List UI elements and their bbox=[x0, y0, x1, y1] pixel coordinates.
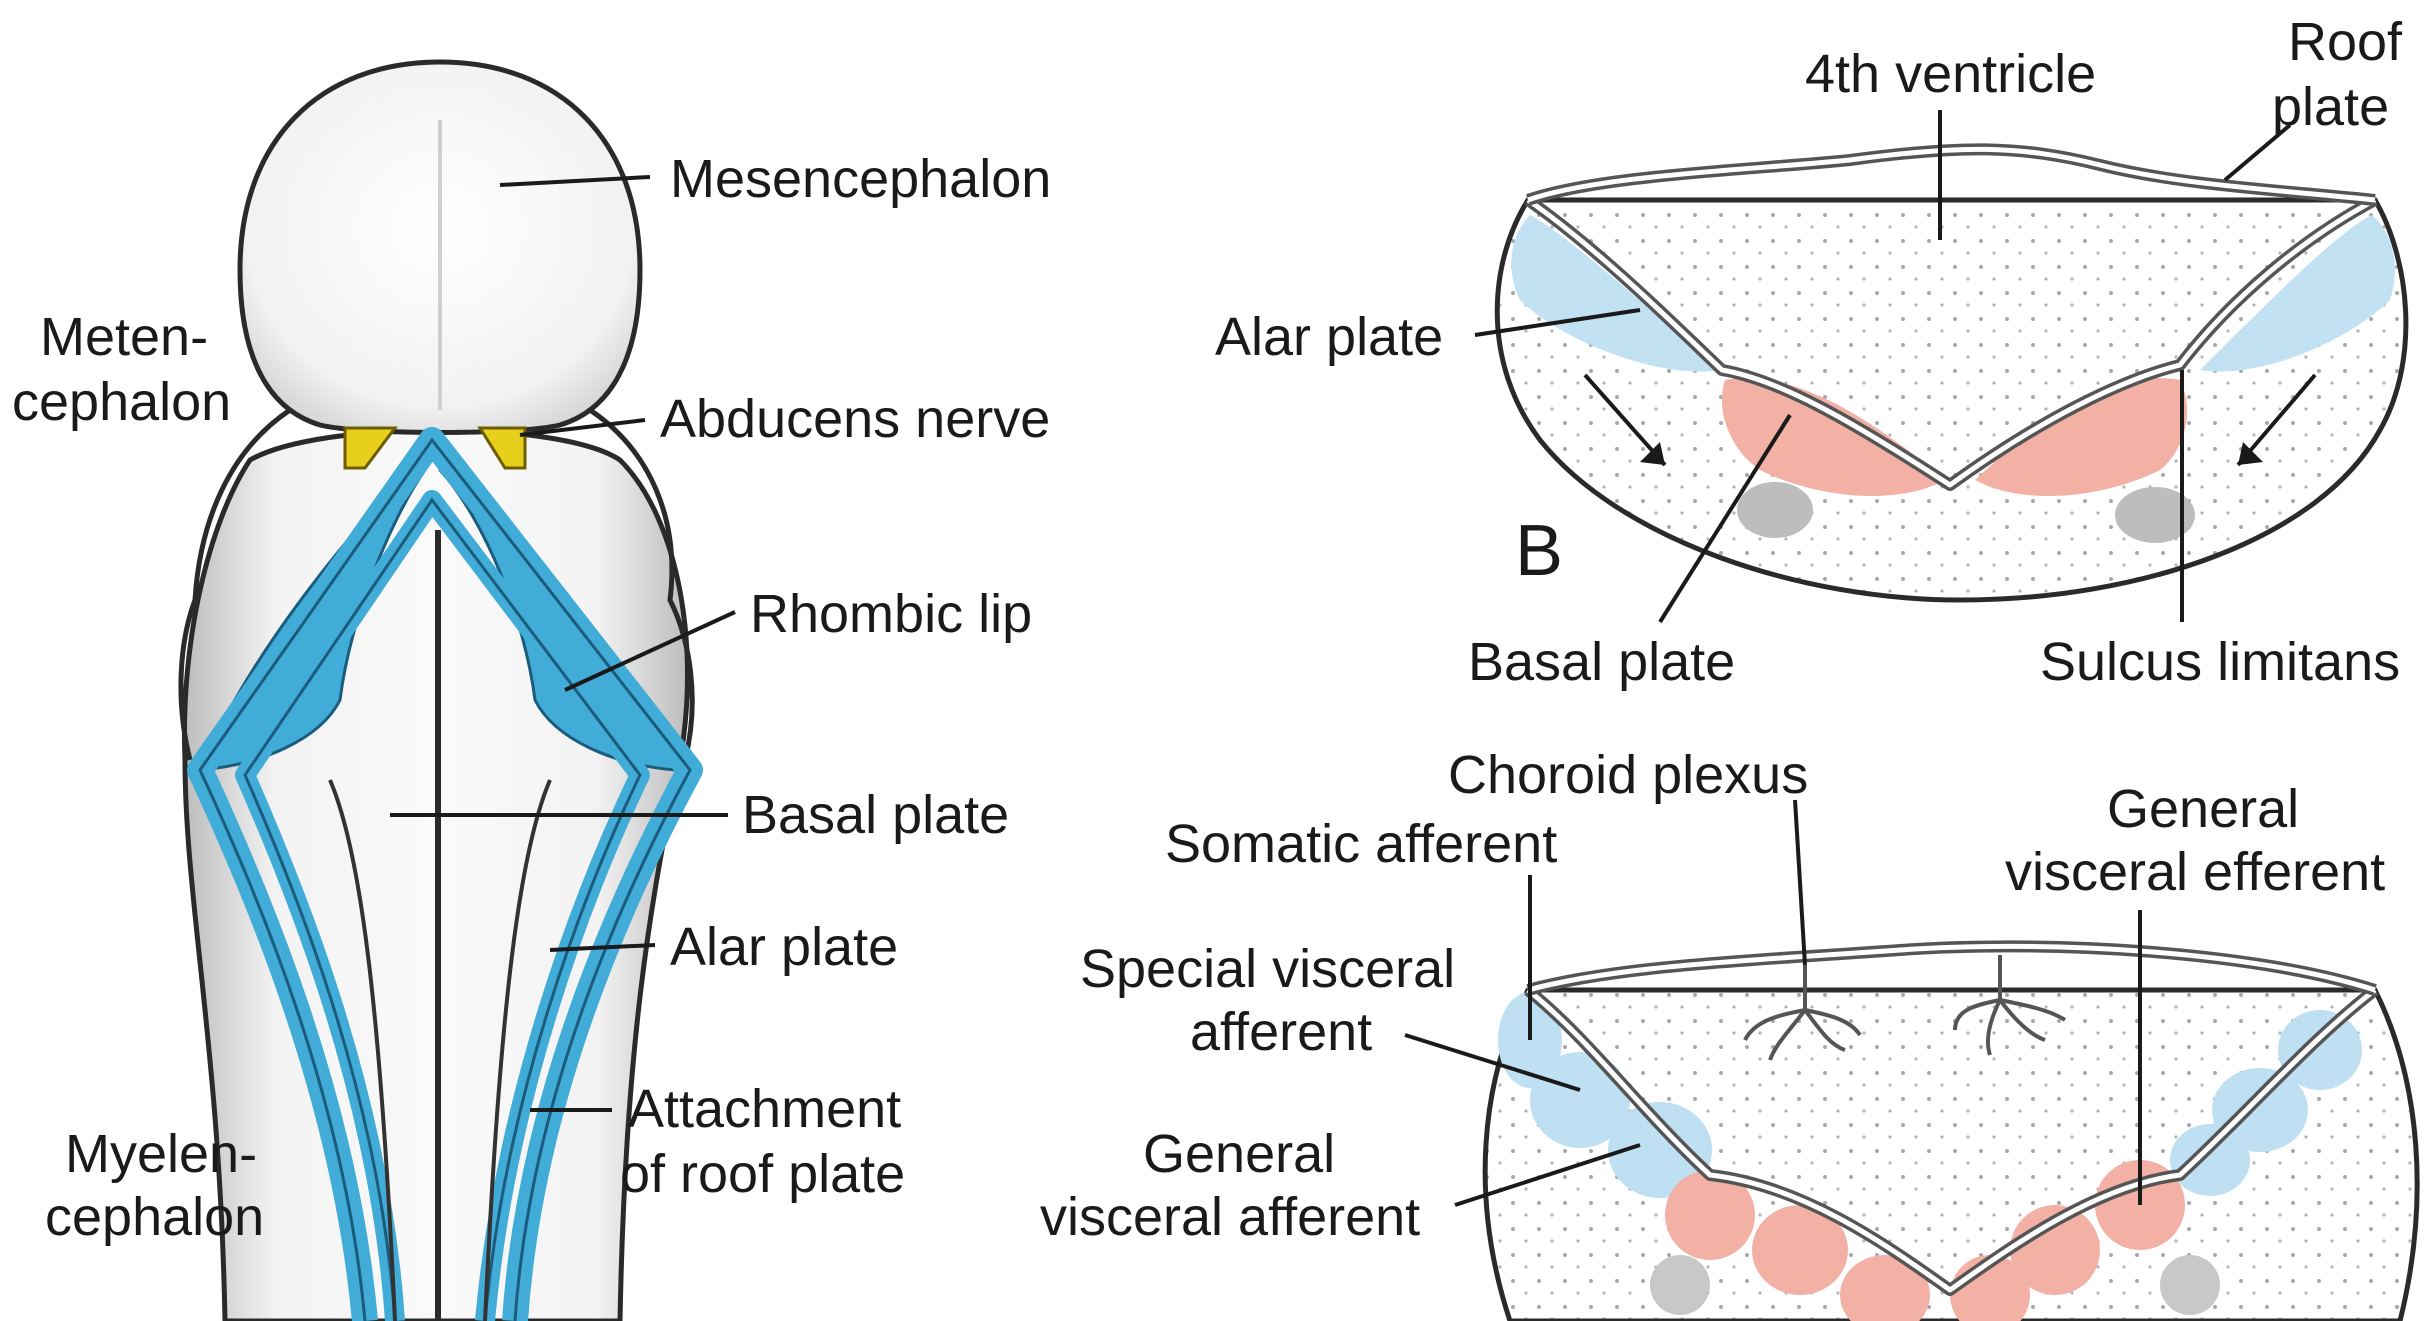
label-roof-attachment-line1: Attachment bbox=[628, 1079, 901, 1139]
label-myelencephalon-line1: Myelen- bbox=[65, 1124, 257, 1184]
figure-b-leaders bbox=[1474, 110, 2292, 624]
label-basal-plate-b: Basal plate bbox=[1468, 632, 1735, 692]
figure-a-brainstem-drawing bbox=[178, 59, 703, 1321]
panel-letter-b: B bbox=[1515, 511, 1563, 591]
label-general-visceral-afferent-line2: visceral afferent bbox=[1040, 1187, 1420, 1247]
label-special-visceral-afferent-line1: Special visceral bbox=[1080, 939, 1455, 999]
label-myelencephalon-line2: cephalon bbox=[45, 1187, 264, 1247]
label-sulcus-limitans: Sulcus limitans bbox=[2040, 632, 2400, 692]
abducens-nerve-right bbox=[477, 426, 527, 470]
label-basal-plate-a: Basal plate bbox=[742, 785, 1009, 845]
figure-c-labels: Choroid plexus Somatic afferent General … bbox=[1040, 745, 2385, 1247]
efferent-zone-left-1 bbox=[1665, 1170, 1755, 1260]
label-alar-plate-a: Alar plate bbox=[670, 917, 898, 977]
figure-c-cross-section bbox=[1482, 940, 2420, 1321]
label-mesencephalon: Mesencephalon bbox=[670, 149, 1051, 209]
label-special-visceral-afferent-line2: afferent bbox=[1190, 1002, 1372, 1062]
label-4th-ventricle: 4th ventricle bbox=[1805, 44, 2096, 104]
alar-zone-left bbox=[1511, 215, 1720, 372]
label-metencephalon-line1: Meten- bbox=[40, 307, 208, 367]
section-b-body bbox=[1494, 197, 2409, 603]
alar-zone-right bbox=[2200, 215, 2395, 372]
label-general-visceral-efferent-line1: General bbox=[2107, 779, 2299, 839]
label-general-visceral-efferent-line2: visceral efferent bbox=[2005, 842, 2385, 902]
label-alar-plate-b: Alar plate bbox=[1215, 307, 1443, 367]
metencephalon-right-bulge bbox=[588, 407, 695, 761]
label-choroid-plexus: Choroid plexus bbox=[1448, 745, 1808, 805]
basal-zone-right bbox=[1975, 378, 2188, 497]
figure-a-leaders bbox=[390, 175, 736, 1112]
label-roof-attachment-line2: of roof plate bbox=[620, 1144, 905, 1204]
choroid-plexus bbox=[1743, 955, 2067, 1061]
label-roof-plate-line1: Roof bbox=[2288, 12, 2403, 72]
label-somatic-afferent: Somatic afferent bbox=[1165, 814, 1557, 874]
figure-a-labels: Mesencephalon Meten- cephalon Abducens n… bbox=[12, 149, 1051, 1247]
figure-b-labels: 4th ventricle Roof plate Alar plate B Ba… bbox=[1215, 12, 2403, 692]
label-roof-plate-line2: plate bbox=[2272, 77, 2389, 137]
label-metencephalon-line2: cephalon bbox=[12, 372, 231, 432]
label-general-visceral-afferent-line1: General bbox=[1143, 1124, 1335, 1184]
special-visceral-afferent-zone bbox=[1530, 1052, 1630, 1148]
general-visceral-afferent-zone bbox=[1608, 1102, 1712, 1198]
figure-b-cross-section bbox=[1494, 143, 2409, 603]
basal-zone-left bbox=[1721, 378, 1945, 497]
metencephalon-left-bulge bbox=[178, 407, 292, 761]
label-abducens-nerve: Abducens nerve bbox=[660, 389, 1050, 449]
label-rhombic-lip: Rhombic lip bbox=[750, 584, 1032, 644]
figure-c-leaders bbox=[1404, 799, 2142, 1207]
abducens-nerve-left bbox=[343, 426, 398, 470]
